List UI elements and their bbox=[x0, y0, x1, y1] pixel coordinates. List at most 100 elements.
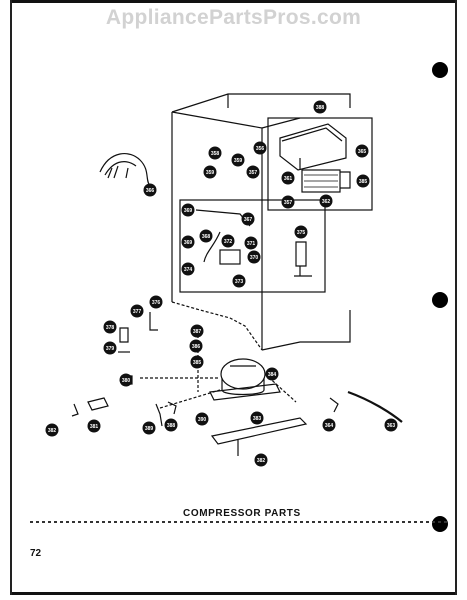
svg-text:386: 386 bbox=[192, 344, 201, 350]
svg-text:367: 367 bbox=[244, 217, 253, 223]
ice-bin-icon bbox=[279, 123, 347, 171]
svg-text:365: 365 bbox=[358, 149, 367, 155]
overload-protector-icon bbox=[87, 397, 109, 411]
svg-text:374: 374 bbox=[184, 267, 193, 273]
svg-text:385: 385 bbox=[359, 179, 368, 185]
svg-text:359: 359 bbox=[206, 170, 215, 176]
part-callout-362: 362 bbox=[319, 194, 333, 208]
part-callout-363: 363 bbox=[384, 418, 398, 432]
part-callout-364: 364 bbox=[322, 418, 336, 432]
svg-text:369: 369 bbox=[184, 208, 193, 214]
diagram-caption: COMPRESSOR PARTS bbox=[183, 508, 301, 519]
page-border-right bbox=[455, 0, 457, 595]
svg-text:378: 378 bbox=[106, 325, 115, 331]
svg-text:389: 389 bbox=[145, 426, 154, 432]
part-callout-386: 386 bbox=[189, 339, 203, 353]
svg-text:375: 375 bbox=[297, 230, 306, 236]
part-callout-382: 382 bbox=[45, 423, 59, 437]
svg-text:361: 361 bbox=[284, 176, 293, 182]
part-callout-384: 384 bbox=[265, 367, 279, 381]
svg-text:356: 356 bbox=[256, 146, 265, 152]
page-border-left bbox=[10, 0, 12, 595]
base-plate-icon bbox=[210, 417, 308, 445]
svg-text:370: 370 bbox=[250, 255, 259, 261]
svg-text:357: 357 bbox=[249, 170, 258, 176]
part-callout-369: 369 bbox=[181, 235, 195, 249]
wire-harness-icon bbox=[99, 153, 151, 187]
binder-hole-icon bbox=[432, 516, 448, 532]
binder-hole-icon bbox=[432, 62, 448, 78]
part-callout-385: 385 bbox=[356, 174, 370, 188]
svg-text:373: 373 bbox=[235, 279, 244, 285]
svg-text:388: 388 bbox=[167, 423, 176, 429]
svg-text:383: 383 bbox=[253, 416, 262, 422]
svg-text:359: 359 bbox=[234, 158, 243, 164]
svg-text:371: 371 bbox=[247, 241, 256, 247]
page-number: 72 bbox=[30, 548, 42, 559]
binder-hole-icon bbox=[432, 292, 448, 308]
page-border-top bbox=[10, 0, 457, 3]
svg-text:388: 388 bbox=[316, 105, 325, 111]
page-border-bottom bbox=[10, 592, 457, 595]
part-callout-371: 371 bbox=[244, 236, 258, 250]
watermark: AppliancePartsPros.com bbox=[105, 6, 362, 29]
valve-icon bbox=[295, 241, 307, 267]
part-callout-376: 376 bbox=[149, 295, 163, 309]
svg-text:368: 368 bbox=[202, 234, 211, 240]
part-callout-380: 380 bbox=[119, 373, 133, 387]
caption-underline bbox=[30, 521, 450, 523]
svg-text:390: 390 bbox=[198, 417, 207, 423]
ice-maker-icon bbox=[301, 169, 341, 193]
part-callout-366: 366 bbox=[143, 183, 157, 197]
svg-text:384: 384 bbox=[268, 372, 277, 378]
part-callout-378: 378 bbox=[103, 320, 117, 334]
svg-text:372: 372 bbox=[224, 239, 233, 245]
svg-text:379: 379 bbox=[106, 346, 115, 352]
svg-text:380: 380 bbox=[122, 378, 131, 384]
part-callout-358: 358 bbox=[208, 146, 222, 160]
svg-text:387: 387 bbox=[193, 329, 202, 335]
svg-text:377: 377 bbox=[133, 309, 142, 315]
part-callout-383: 383 bbox=[250, 411, 264, 425]
part-callout-359: 359 bbox=[231, 153, 245, 167]
part-callout-385: 385 bbox=[190, 355, 204, 369]
part-callout-359: 359 bbox=[203, 165, 217, 179]
svg-text:381: 381 bbox=[90, 424, 99, 430]
part-callout-388: 388 bbox=[164, 418, 178, 432]
svg-text:364: 364 bbox=[325, 423, 334, 429]
part-callout-387: 387 bbox=[190, 324, 204, 338]
part-callout-369: 369 bbox=[181, 203, 195, 217]
cabinet-outline bbox=[171, 93, 351, 351]
part-callout-382: 382 bbox=[254, 453, 268, 467]
part-callout-381: 381 bbox=[87, 419, 101, 433]
part-callout-357: 357 bbox=[281, 195, 295, 209]
part-callout-365: 365 bbox=[355, 144, 369, 158]
freezer-compartment-box bbox=[267, 117, 373, 211]
drain-tube-icon bbox=[347, 390, 403, 423]
part-callout-368: 368 bbox=[199, 229, 213, 243]
part-callout-388: 388 bbox=[313, 100, 327, 114]
part-callout-372: 372 bbox=[221, 234, 235, 248]
part-callout-375: 375 bbox=[294, 225, 308, 239]
part-callout-374: 374 bbox=[181, 262, 195, 276]
bracket-icon bbox=[149, 312, 158, 331]
svg-text:385: 385 bbox=[193, 360, 202, 366]
relay-icon bbox=[119, 327, 129, 343]
part-callout-379: 379 bbox=[103, 341, 117, 355]
part-callout-370: 370 bbox=[247, 250, 261, 264]
compressor-icon bbox=[209, 358, 281, 401]
part-callout-356: 356 bbox=[253, 141, 267, 155]
part-callout-373: 373 bbox=[232, 274, 246, 288]
svg-text:369: 369 bbox=[184, 240, 193, 246]
svg-text:382: 382 bbox=[257, 458, 266, 464]
detail-box bbox=[179, 199, 326, 293]
part-callout-377: 377 bbox=[130, 304, 144, 318]
svg-text:358: 358 bbox=[211, 151, 220, 157]
part-callout-389: 389 bbox=[142, 421, 156, 435]
svg-text:362: 362 bbox=[322, 199, 331, 205]
part-callout-367: 367 bbox=[241, 212, 255, 226]
svg-text:363: 363 bbox=[387, 423, 396, 429]
